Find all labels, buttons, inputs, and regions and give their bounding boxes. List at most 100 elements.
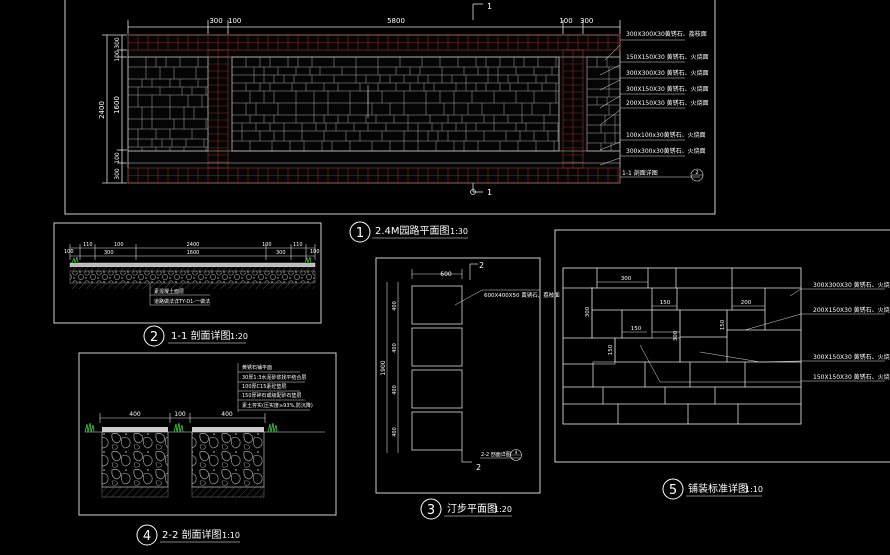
plan-view-scale: 1:30 bbox=[450, 227, 468, 236]
s11-view-scale: 1:20 bbox=[230, 332, 248, 341]
paving-dim-6: 300 bbox=[673, 330, 679, 341]
material-label-6: 100x100x30黄锈石、火烧面 bbox=[626, 131, 706, 139]
s11-view-number: 2 bbox=[150, 330, 158, 345]
material-label-7: 300x300x30黄锈石、火烧面 bbox=[626, 147, 706, 155]
s22-view-number: 4 bbox=[143, 529, 151, 544]
plan-top-dimensions bbox=[127, 20, 621, 34]
s11-dim-4: 2400 bbox=[187, 242, 200, 248]
stepping-h-2: 400 bbox=[392, 343, 398, 353]
material-label-3: 300X300X30 黄锈石、火烧面 bbox=[626, 69, 709, 77]
plan-dim-100-right: 100 bbox=[559, 17, 572, 25]
paving-label-1: 300X300X30 黄锈石、火烧面 bbox=[813, 281, 890, 289]
stepping-view-scale: 1:20 bbox=[494, 505, 512, 514]
plan-dim-100-bottom: 100 bbox=[114, 152, 121, 164]
s11-dim-3: 100 bbox=[114, 242, 124, 248]
paving-dim-1: 300 bbox=[621, 276, 632, 282]
paving-label-3: 300X150X30 黄锈石、火烧面 bbox=[813, 353, 890, 361]
paving-view-scale: 1:10 bbox=[745, 485, 763, 494]
stepping-h-1: 400 bbox=[392, 301, 398, 311]
paving-dim-3: 200 bbox=[741, 300, 752, 306]
s11-dim-mid-1: 300 bbox=[104, 250, 114, 256]
s11-view-title: 1-1 剖面详图 bbox=[171, 329, 231, 342]
paving-dim-5: 150 bbox=[631, 326, 642, 332]
plan-dim-100-left: 100 bbox=[228, 17, 241, 25]
plan-dim-1600: 1600 bbox=[113, 96, 121, 114]
s11-dim-mid-3: 300 bbox=[276, 250, 286, 256]
stepping-stone-label: 600X400X50 黄锈石、荔枝面 bbox=[484, 291, 560, 299]
plan-material-labels: 300X300X30黄锈石、荔枝面 150X150X30 黄锈石、火烧面 300… bbox=[599, 30, 709, 166]
section-2-2-view: 黄锈石铺平面 30厚1:3水泥砂浆找平结合层 100厚C15素砼垫层 150厚碎… bbox=[78, 352, 337, 546]
plan-section-ref-sheet: 2 bbox=[695, 170, 698, 176]
s11-dim-2: 110 bbox=[83, 242, 93, 248]
plan-sheet-frame bbox=[64, 0, 716, 215]
plan-view-number: 1 bbox=[356, 226, 364, 241]
s22-note-2: 30厚1:3水泥砂浆找平结合层 bbox=[242, 374, 306, 381]
paving-label-4: 150X150X30 黄锈石、火烧面 bbox=[813, 373, 890, 381]
s11-note-1: 素混凝土面层 bbox=[154, 288, 184, 295]
s11-note-2: 道路做法详TY-D1-一做法 bbox=[154, 298, 210, 305]
plan-dim-5800: 5800 bbox=[387, 17, 405, 25]
plan-dim-300-top: 300 bbox=[114, 37, 121, 49]
s22-note-3: 100厚C15素砼垫层 bbox=[242, 383, 286, 390]
plan-dim-100-top: 100 bbox=[114, 50, 121, 62]
section-1-1-view: 100 110 100 2400 100 110 100 300 1600 30… bbox=[53, 222, 322, 347]
s22-view-title: 2-2 剖面详图 bbox=[162, 528, 222, 541]
plan-paving bbox=[127, 34, 621, 184]
paving-dim-8: 150 bbox=[720, 319, 726, 330]
plan-dim-300-right: 300 bbox=[580, 17, 593, 25]
stepping-stone-1 bbox=[411, 285, 463, 325]
s22-notes: 黄锈石铺平面 30厚1:3水泥砂浆找平结合层 100厚C15素砼垫层 150厚碎… bbox=[237, 363, 313, 412]
stepping-view-number: 3 bbox=[427, 503, 435, 518]
plan-view-title: 2.4M园路平面图 bbox=[375, 224, 450, 237]
stepping-stone-view: 600 2 1900 400 400 400 400 600X400X50 黄锈… bbox=[375, 257, 560, 520]
stepping-width-dim: 600 bbox=[440, 271, 452, 278]
paving-dim-4: 300 bbox=[585, 306, 591, 317]
paving-labels: 300X300X30 黄锈石、火烧面 200X150X30 黄锈石、火烧面 30… bbox=[639, 281, 890, 383]
stepping-ref: 2-2 剖面详图 bbox=[481, 451, 511, 458]
material-label-2: 150X150X30 黄锈石、火烧面 bbox=[626, 53, 709, 61]
stepping-total-dim: 1900 bbox=[380, 360, 387, 375]
material-label-4: 300X150X30 黄锈石、火烧面 bbox=[626, 85, 709, 93]
s22-note-5: 素土夯实(压实度≥93%,防沉降) bbox=[242, 402, 313, 409]
plan-view: 300 100 5800 100 300 1 2400 1600 300 100… bbox=[64, 0, 716, 243]
stepping-stone-2 bbox=[411, 327, 463, 367]
s11-grass bbox=[71, 256, 312, 265]
s22-note-1: 黄锈石铺平面 bbox=[242, 364, 272, 371]
stepping-h-4: 400 bbox=[392, 427, 398, 437]
s22-dim-2: 100 bbox=[174, 411, 186, 418]
s22-grass bbox=[84, 422, 278, 433]
section-marker-top: 1 bbox=[487, 2, 492, 11]
stepping-ref-sheet: 4 bbox=[515, 450, 518, 456]
s11-dim-7: 100 bbox=[310, 249, 320, 255]
s11-dim-6: 110 bbox=[293, 242, 303, 248]
material-label-1: 300X300X30黄锈石、荔枝面 bbox=[626, 30, 707, 38]
stepping-view-title: 汀步平面图 bbox=[447, 503, 497, 515]
s22-note-4: 150厚碎石或级配砂石垫层 bbox=[242, 392, 302, 399]
plan-dim-2400: 2400 bbox=[98, 101, 106, 119]
s11-dim-1: 100 bbox=[64, 249, 74, 255]
s11-dim-mid-2: 1600 bbox=[187, 250, 200, 256]
stepping-h-3: 400 bbox=[392, 385, 398, 395]
paving-dim-7: 150 bbox=[608, 344, 614, 355]
paving-view-number: 5 bbox=[669, 483, 677, 498]
plan-left-dimensions bbox=[102, 34, 127, 184]
plan-dim-300-left: 300 bbox=[209, 17, 222, 25]
plan-section-ref: 1-1 剖面详图 bbox=[622, 169, 658, 177]
stepping-stone-3 bbox=[411, 369, 463, 409]
paving-dim-2: 150 bbox=[660, 300, 671, 306]
paving-view-title: 铺装标准详图 bbox=[688, 482, 748, 495]
section-marker-bottom: 1 bbox=[487, 188, 492, 197]
s22-view-scale: 1:10 bbox=[222, 531, 240, 540]
paving-detail-view: 300 150 200 300 150 300 150 150 300X300X… bbox=[554, 229, 890, 500]
material-label-5: 200X150X30 黄锈石、火烧面 bbox=[626, 99, 709, 107]
paving-label-2: 200X150X30 黄锈石、火烧面 bbox=[813, 306, 890, 314]
stepping-marker-top: 2 bbox=[479, 261, 484, 270]
plan-dim-300-bottom: 300 bbox=[114, 168, 121, 180]
paving-dims bbox=[591, 281, 765, 362]
s11-dim-5: 100 bbox=[262, 242, 272, 248]
stepping-stone-4 bbox=[411, 411, 463, 451]
s22-dim-3: 400 bbox=[221, 411, 233, 418]
stepping-marker-bottom: 2 bbox=[476, 463, 481, 472]
s22-dim-1: 400 bbox=[129, 411, 141, 418]
